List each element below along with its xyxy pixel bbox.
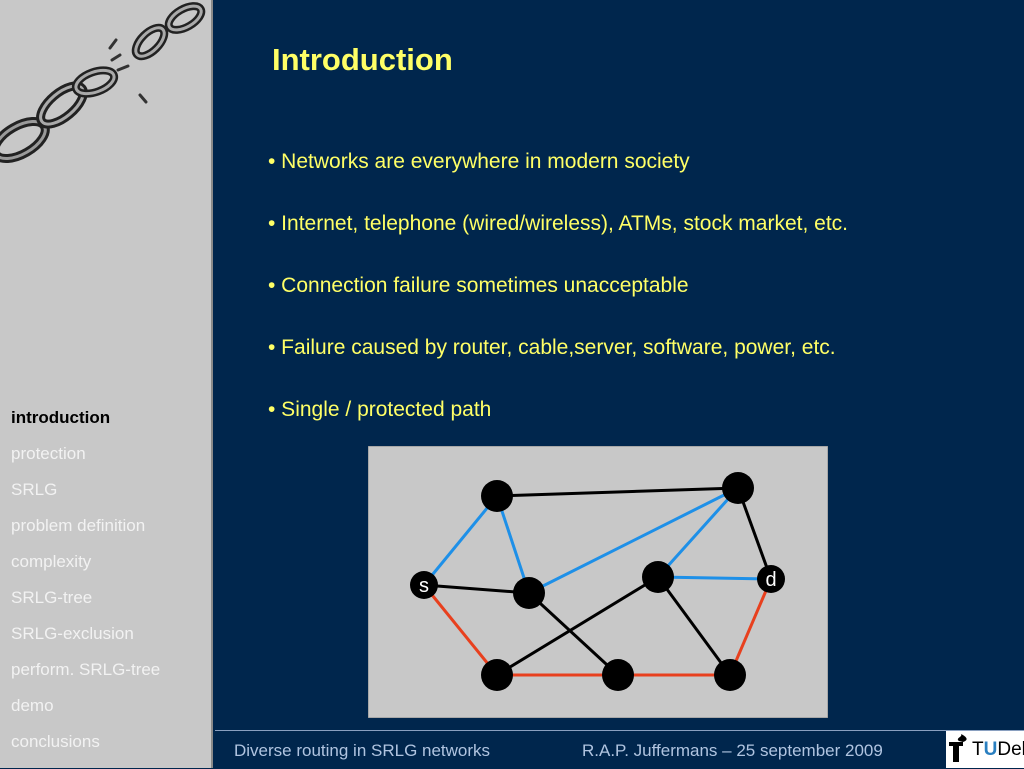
bullet-list: • Networks are everywhere in modern soci… bbox=[268, 146, 848, 456]
network-node bbox=[722, 472, 754, 504]
logo-word-delft: Delft bbox=[997, 739, 1024, 760]
slide-title: Introduction bbox=[272, 42, 453, 77]
logo-letter-t: T bbox=[972, 739, 984, 760]
network-node bbox=[481, 659, 513, 691]
network-node bbox=[714, 659, 746, 691]
link-n4-n5 bbox=[496, 575, 659, 677]
link-n3-n2 bbox=[528, 486, 739, 595]
logo-letter-u: U bbox=[983, 739, 998, 760]
broken-chain-icon bbox=[0, 2, 206, 164]
destination-node bbox=[757, 565, 785, 593]
network-node bbox=[642, 561, 674, 593]
nav-item-perform-srlg-tree[interactable]: perform. SRLG-tree bbox=[11, 660, 161, 679]
bullet-item: • Failure caused by router, cable,server… bbox=[268, 336, 836, 359]
tu-delft-flame-icon bbox=[949, 734, 967, 762]
network-node bbox=[481, 480, 513, 512]
link-n7-d bbox=[728, 578, 773, 676]
bullet-item: • Single / protected path bbox=[268, 398, 492, 421]
nav-item-complexity[interactable]: complexity bbox=[11, 552, 92, 571]
source-label: s bbox=[419, 575, 429, 597]
bullet-item: • Connection failure sometimes unaccepta… bbox=[268, 274, 689, 297]
tu-delft-logo: TUDelft bbox=[946, 731, 1024, 768]
nav-item-introduction[interactable]: introduction bbox=[11, 408, 111, 427]
nav-item-problem-definition[interactable]: problem definition bbox=[11, 516, 146, 535]
nav-item-demo[interactable]: demo bbox=[11, 696, 54, 715]
link-n4-d bbox=[657, 575, 772, 581]
link-s-n5 bbox=[422, 584, 499, 676]
link-n3-n6 bbox=[527, 591, 620, 677]
nav-item-conclusions[interactable]: conclusions bbox=[11, 732, 100, 751]
nav-item-protection[interactable]: protection bbox=[11, 444, 86, 463]
bullet-item: • Internet, telephone (wired/wireless), … bbox=[268, 212, 849, 235]
link-n1-n2 bbox=[496, 486, 739, 498]
nav-item-srlg-tree[interactable]: SRLG-tree bbox=[11, 588, 93, 607]
link-s-n3 bbox=[423, 583, 530, 595]
link-s-n1 bbox=[422, 495, 499, 586]
nav-item-srlg[interactable]: SRLG bbox=[11, 480, 58, 499]
source-node bbox=[410, 571, 438, 599]
footer: Diverse routing in SRLG networks R.A.P. … bbox=[215, 730, 1024, 769]
network-node bbox=[513, 577, 545, 609]
link-n4-n2 bbox=[656, 486, 740, 579]
link-n4-n7 bbox=[656, 576, 732, 676]
destination-label: d bbox=[765, 569, 776, 591]
footer-presentation-title: Diverse routing in SRLG networks bbox=[234, 741, 491, 760]
network-node bbox=[602, 659, 634, 691]
footer-author-date: R.A.P. Juffermans – 25 september 2009 bbox=[582, 741, 883, 760]
link-n1-n3 bbox=[495, 495, 531, 594]
nav-item-srlg-exclusion[interactable]: SRLG-exclusion bbox=[11, 624, 134, 643]
bullet-item: • Networks are everywhere in modern soci… bbox=[268, 150, 690, 173]
link-n2-d bbox=[736, 487, 773, 580]
